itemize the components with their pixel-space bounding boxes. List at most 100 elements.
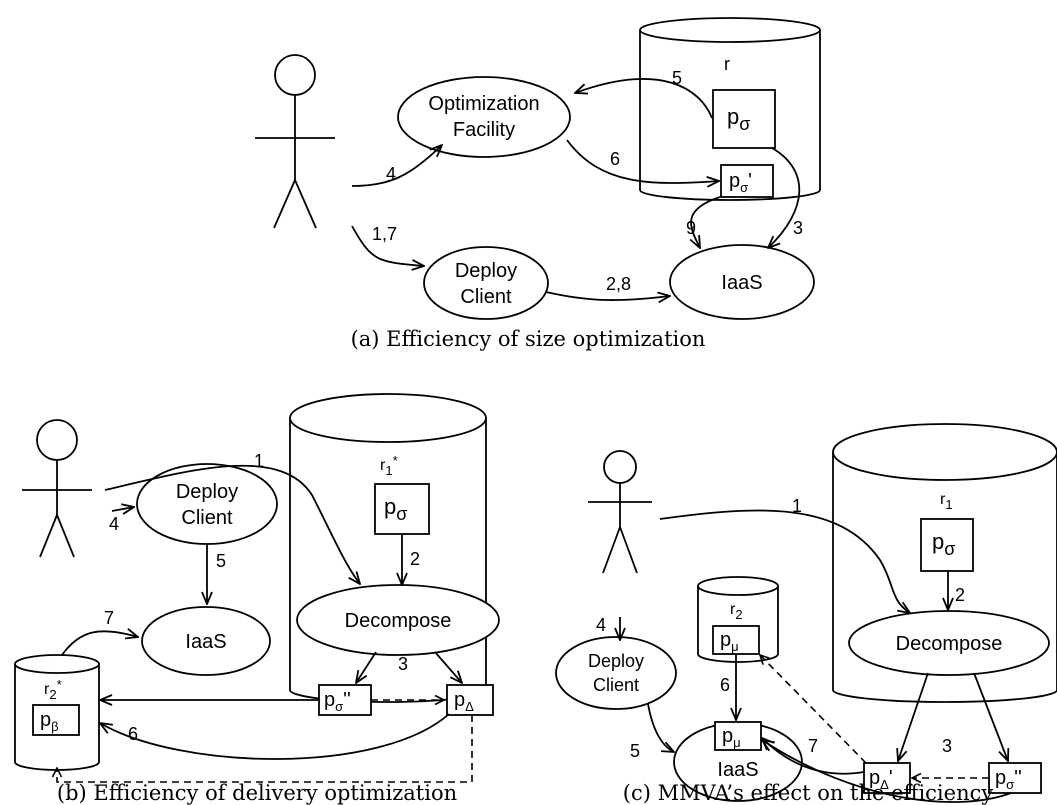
edge-dashed-delta-to-r2 [57, 715, 473, 783]
svg-text:4: 4 [109, 514, 119, 534]
svg-text:r1*: r1* [380, 453, 398, 478]
svg-text:Deploy: Deploy [588, 651, 644, 671]
caption-c: (c) MMVA’s effect on the efficiency [623, 781, 994, 805]
svg-text:3: 3 [942, 736, 952, 756]
optimization-facility: Optimization Facility [397, 76, 571, 158]
svg-text:Facility: Facility [453, 119, 515, 141]
svg-text:pΔ': pΔ' [869, 767, 893, 792]
svg-text:pβ: pβ [40, 709, 59, 734]
svg-text:5: 5 [630, 741, 640, 761]
svg-text:2,8: 2,8 [606, 274, 631, 294]
edge-7 [61, 631, 138, 656]
svg-text:IaaS: IaaS [185, 631, 226, 653]
iaas-b: IaaS [141, 606, 271, 676]
package-p-mu-r2: pμ [712, 625, 760, 655]
package-p-sigma-dprime: pσ'' [318, 684, 372, 716]
svg-text:7: 7 [104, 608, 114, 628]
svg-text:Client: Client [460, 286, 512, 308]
svg-text:r2: r2 [730, 601, 743, 622]
svg-text:IaaS: IaaS [717, 759, 758, 781]
svg-text:4: 4 [386, 164, 396, 184]
edge-2-8 [545, 291, 670, 300]
svg-text:4: 4 [596, 615, 606, 635]
repository-r1-star: r1* [289, 393, 487, 703]
svg-text:3: 3 [793, 218, 803, 238]
panel-c: r1 pσ Decompose pΔ' pσ'' r2 pμ [555, 423, 1057, 805]
user-icon [22, 419, 92, 558]
edge-6 [100, 713, 450, 760]
svg-text:6: 6 [128, 724, 138, 744]
edge-3-right [973, 672, 1008, 761]
user-icon [255, 54, 335, 229]
svg-text:pσ': pσ' [729, 170, 752, 195]
svg-text:2: 2 [410, 549, 420, 569]
deploy-client-b: Deploy Client [136, 463, 278, 545]
panel-a: r pσ pσ' Optimization Facility Deploy Cl… [255, 17, 821, 351]
edge-3-left [356, 651, 377, 683]
svg-text:Deploy: Deploy [176, 481, 238, 503]
svg-text:6: 6 [720, 675, 730, 695]
edge-3 [768, 147, 801, 248]
svg-text:pσ'': pσ'' [995, 767, 1022, 792]
package-p-sigma-dprime: pσ'' [988, 762, 1042, 794]
svg-text:r1: r1 [940, 491, 953, 512]
svg-text:6: 6 [610, 149, 620, 169]
package-p-sigma: pσ [374, 483, 430, 535]
caption-a: (a) Efficiency of size optimization [351, 327, 706, 351]
edge-3-right [434, 651, 462, 683]
edge-6 [566, 139, 719, 183]
edge-4 [351, 145, 442, 187]
decompose-c: Decompose [848, 610, 1050, 676]
edge-7 [762, 740, 1012, 803]
package-p-beta: pβ [32, 704, 80, 736]
svg-text:pσ: pσ [932, 529, 955, 559]
svg-text:Deploy: Deploy [455, 260, 517, 282]
svg-text:1,7: 1,7 [372, 224, 397, 244]
package-p-sigma-prime: pσ' [720, 164, 774, 198]
edge-dashed-delta-to-r2 [760, 655, 867, 764]
edge-1 [104, 464, 360, 584]
edge-5 [575, 78, 713, 119]
svg-text:Client: Client [593, 675, 639, 695]
svg-text:7: 7 [808, 736, 818, 756]
edge-9 [691, 196, 721, 248]
svg-text:pσ: pσ [727, 104, 750, 134]
edge-4 [111, 507, 134, 511]
package-p-sigma: pσ [920, 518, 974, 572]
svg-text:2: 2 [955, 585, 965, 605]
panel-b: r1* pσ Decompose pσ'' pΔ Deploy Client I… [14, 393, 500, 805]
svg-text:Client: Client [181, 507, 233, 529]
deploy-client-a: Deploy Client [423, 246, 549, 320]
svg-text:pμ: pμ [720, 629, 739, 654]
edge-1 [659, 509, 910, 613]
package-p-delta-prime: pΔ' [863, 762, 911, 794]
svg-text:5: 5 [216, 551, 226, 571]
edge-5 [647, 703, 674, 752]
iaas-a: IaaS [669, 244, 815, 320]
svg-text:IaaS: IaaS [721, 272, 762, 294]
svg-text:1: 1 [792, 496, 802, 516]
svg-text:Decompose: Decompose [345, 610, 452, 632]
edge-3-left [898, 672, 929, 761]
edge-1-7 [351, 225, 424, 266]
svg-text:5: 5 [672, 68, 682, 88]
svg-text:pΔ: pΔ [454, 689, 474, 714]
caption-b: (b) Efficiency of delivery optimization [57, 781, 457, 805]
svg-text:pσ: pσ [384, 494, 407, 524]
repository-r-label: r [724, 54, 730, 74]
deploy-client-c: Deploy Client [555, 636, 677, 710]
svg-text:3: 3 [398, 654, 408, 674]
decompose-b: Decompose [296, 584, 500, 656]
svg-text:pμ: pμ [722, 725, 741, 750]
svg-text:1: 1 [254, 451, 264, 471]
package-p-sigma: pσ [712, 89, 776, 149]
user-icon [588, 450, 652, 574]
svg-text:pσ'': pσ'' [324, 689, 351, 714]
svg-text:r2*: r2* [44, 677, 62, 702]
svg-text:Optimization: Optimization [428, 93, 539, 115]
svg-text:Decompose: Decompose [896, 633, 1003, 655]
svg-text:9: 9 [686, 218, 696, 238]
package-p-delta: pΔ [446, 684, 494, 716]
